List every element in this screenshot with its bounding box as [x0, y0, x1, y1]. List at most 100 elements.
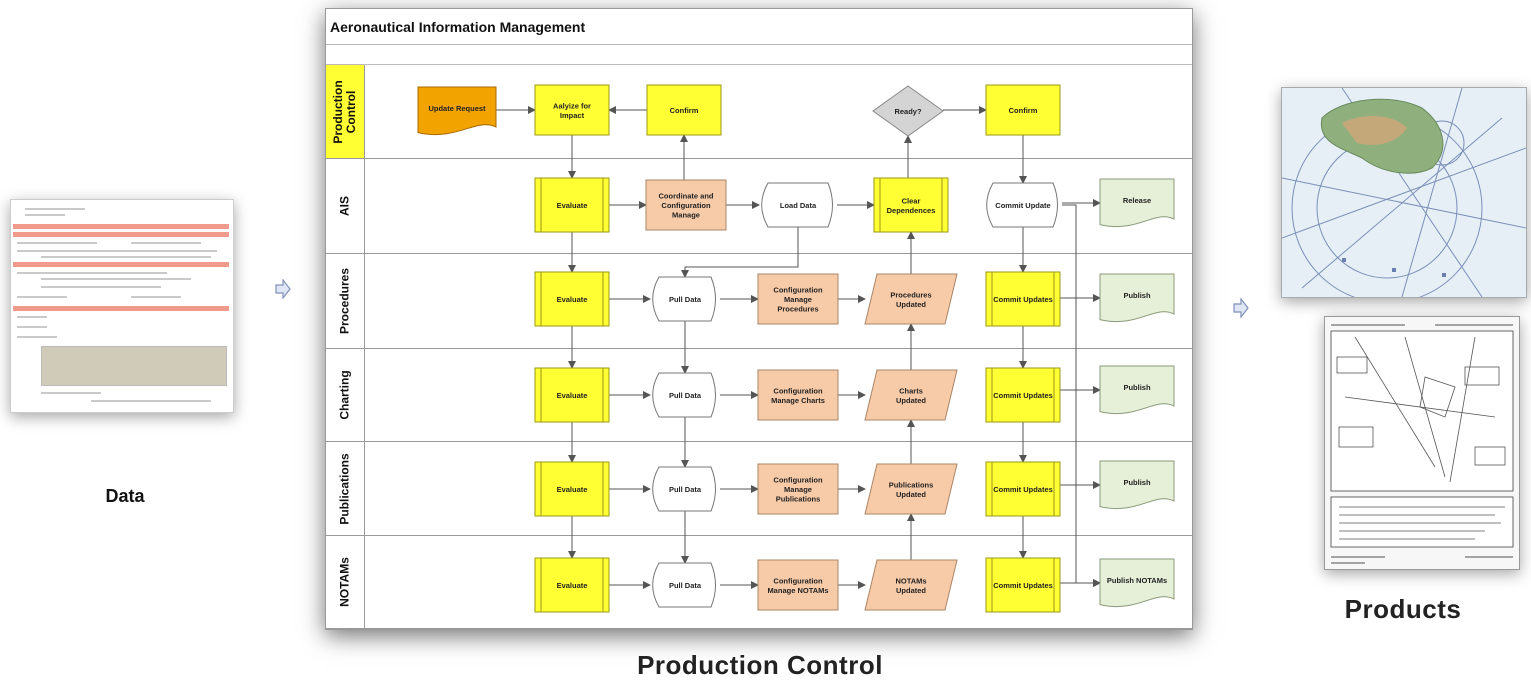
- node-proc-evaluate: Evaluate: [534, 271, 610, 327]
- node-label: Update Request: [428, 104, 486, 113]
- storage-shape: [652, 372, 716, 418]
- products-caption: Products: [1344, 594, 1462, 624]
- data-shape: [864, 273, 958, 325]
- node-chart-pull: Pull Data: [652, 372, 716, 418]
- node-label: Evaluate: [557, 581, 588, 590]
- storage-shape: [986, 182, 1058, 228]
- node-notam-evaluate: Evaluate: [534, 557, 610, 613]
- node-pub-pull: Pull Data: [652, 466, 716, 512]
- node-ais-load-data: Load Data: [761, 182, 833, 228]
- node-label: Publish NOTAMs: [1107, 576, 1167, 585]
- lane-charting: [365, 349, 1192, 442]
- subprocess-shape: [534, 177, 610, 233]
- lane-label-charting: Charting: [326, 349, 365, 442]
- node-label: Commit Updates: [993, 485, 1053, 494]
- node-pub-publish: Publish: [1099, 460, 1175, 509]
- lane-label-publications: Publications: [326, 442, 365, 536]
- node-label: Evaluate: [557, 391, 588, 400]
- lane-procedures: [365, 254, 1192, 349]
- block-arrow-right-icon: [275, 279, 291, 299]
- lane-label-ais: AIS: [326, 159, 365, 254]
- document-shape: [1099, 365, 1175, 414]
- node-ais-release: Release: [1099, 178, 1175, 227]
- node-notam-commit: Commit Updates: [985, 557, 1061, 613]
- process-shape: [534, 84, 610, 136]
- node-label: Ready?: [894, 107, 922, 116]
- node-label: Commit Updates: [993, 295, 1053, 304]
- diagram-caption: Production Control: [637, 650, 883, 680]
- subprocess-shape: [985, 271, 1061, 327]
- aeronautical-chart-thumbnail: [1281, 87, 1527, 298]
- lane-label-procedures: Procedures: [326, 254, 365, 349]
- node-pub-evaluate: Evaluate: [534, 461, 610, 517]
- node-proc-commit: Commit Updates: [985, 271, 1061, 327]
- node-label: Pull Data: [669, 485, 702, 494]
- block-arrow-right-icon: [1233, 298, 1249, 318]
- process-shape: [985, 84, 1061, 136]
- process-shape: [646, 84, 722, 136]
- node-label: Commit Update: [995, 201, 1050, 210]
- lane-label-production-control: Production Control: [326, 65, 365, 159]
- subprocess-shape: [985, 461, 1061, 517]
- node-ais-commit: Commit Update: [986, 182, 1058, 228]
- diagram-title: Aeronautical Information Management: [326, 9, 1192, 45]
- decision-shape: [872, 85, 944, 137]
- subprocess-shape: [534, 557, 610, 613]
- node-label: Confirm: [670, 106, 699, 115]
- process-shape: [757, 463, 839, 515]
- document-shape: [1099, 178, 1175, 227]
- subprocess-shape: [534, 271, 610, 327]
- subprocess-shape: [985, 367, 1061, 423]
- node-chart-publish: Publish: [1099, 365, 1175, 414]
- node-notam-publish: Publish NOTAMs: [1099, 558, 1175, 607]
- node-label: Publish: [1123, 291, 1151, 300]
- lane-ais: [365, 159, 1192, 254]
- node-ready: Ready?: [872, 85, 944, 137]
- data-shape: [864, 463, 958, 515]
- node-label: Pull Data: [669, 391, 702, 400]
- flow-edge: [681, 227, 799, 278]
- flow-edges: [496, 106, 1101, 589]
- node-label: Commit Updates: [993, 581, 1053, 590]
- process-shape: [645, 179, 727, 231]
- process-shape: [757, 369, 839, 421]
- document-shape: [1099, 558, 1175, 607]
- node-label: Pull Data: [669, 581, 702, 590]
- subprocess-shape: [534, 367, 610, 423]
- node-label: Publish: [1123, 478, 1151, 487]
- storage-shape: [652, 562, 716, 608]
- document-shape: [417, 86, 497, 135]
- data-form-thumbnail: [10, 199, 234, 413]
- approach-plate-thumbnail: [1324, 316, 1520, 570]
- storage-shape: [652, 276, 716, 322]
- node-update-request: Update Request: [417, 86, 497, 135]
- document-shape: [1099, 273, 1175, 322]
- storage-shape: [652, 466, 716, 512]
- node-label: Evaluate: [557, 201, 588, 210]
- node-label: Evaluate: [557, 485, 588, 494]
- node-confirm-1: Confirm: [646, 84, 722, 136]
- process-shape: [757, 559, 839, 611]
- storage-shape: [761, 182, 833, 228]
- data-shape: [864, 559, 958, 611]
- node-label: Release: [1123, 196, 1151, 205]
- diagram-subheader: [326, 45, 1192, 65]
